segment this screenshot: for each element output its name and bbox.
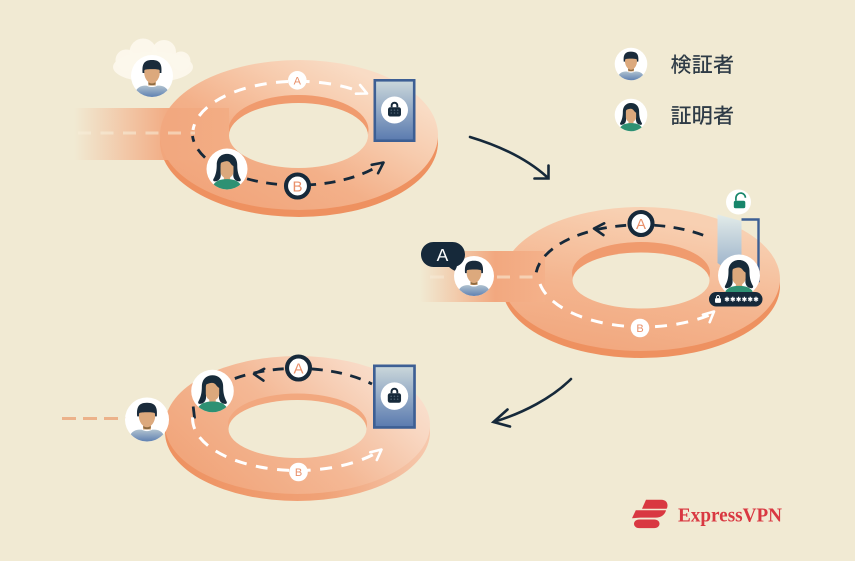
svg-text:ExpressVPN: ExpressVPN: [678, 505, 783, 527]
svg-text:A: A: [636, 216, 646, 233]
svg-text:B: B: [295, 467, 302, 479]
svg-text:A: A: [293, 360, 303, 377]
svg-text:A: A: [437, 245, 449, 265]
svg-text:B: B: [636, 323, 643, 335]
svg-text:B: B: [292, 178, 302, 195]
svg-text:A: A: [294, 75, 302, 87]
